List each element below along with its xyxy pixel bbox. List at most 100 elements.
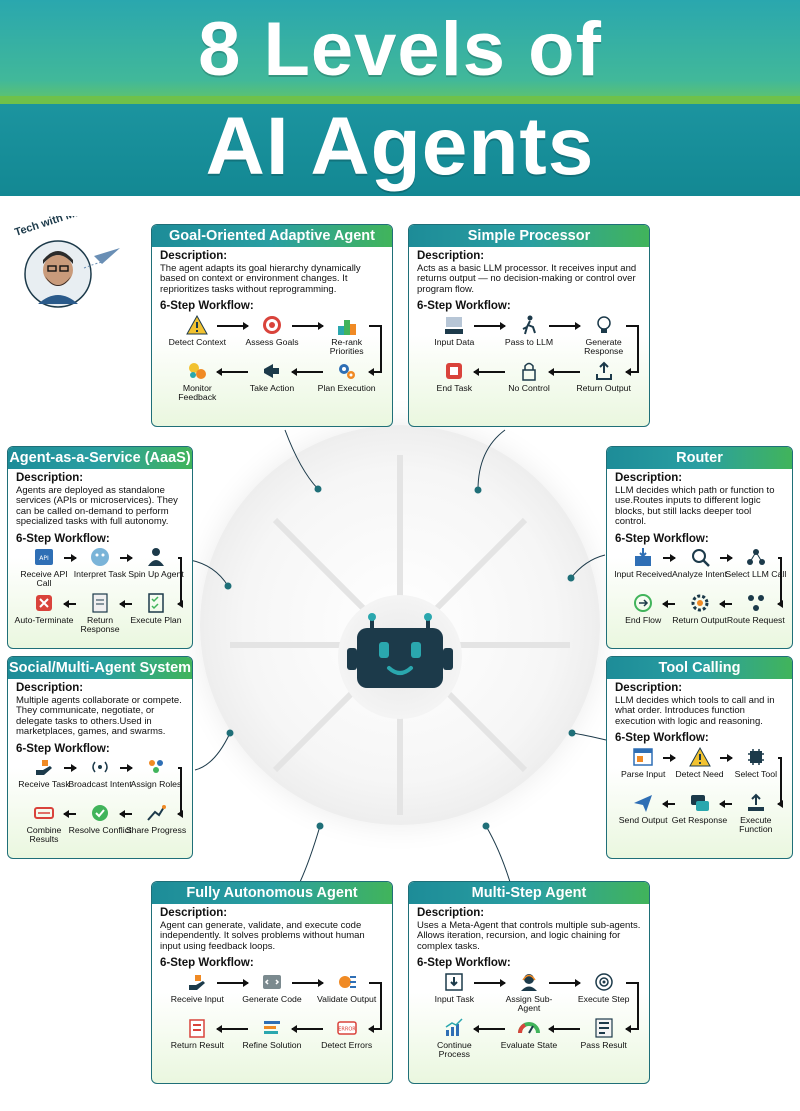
workflow-step: Get Response [668, 792, 732, 825]
step-label: Select LLM Call [725, 569, 787, 579]
validate-icon [315, 971, 379, 993]
chip-icon [724, 746, 788, 768]
workflow-label: 6-Step Workflow: [615, 532, 709, 545]
connector-line [777, 557, 780, 559]
keyboard-icon [422, 314, 486, 336]
step-icon [572, 971, 636, 993]
description-label: Description: [615, 472, 683, 484]
stop-icon [422, 360, 486, 382]
workflow-step: Analyze Intent [668, 546, 732, 579]
arrow-left [177, 810, 183, 818]
workflow-step: Validate Output [315, 971, 379, 1004]
workflow-step: Assess Goals [240, 314, 304, 347]
step-label: Analyze Intent [671, 569, 728, 579]
workflow-step: Select Tool [724, 746, 788, 779]
step-label: Execute Function [739, 814, 773, 834]
arrow-right [474, 321, 506, 330]
workflow-step: Send Output [611, 792, 675, 825]
card-goal-oriented-agent: Goal-Oriented Adaptive Agent Description… [151, 224, 393, 427]
connector-line [180, 767, 182, 815]
description-label: Description: [160, 907, 228, 919]
step-label: Route Request [726, 615, 785, 625]
card-simple-processor: Simple Processor Description: Acts as a … [408, 224, 650, 427]
workflow-step: Auto-Terminate [12, 592, 76, 625]
step-label: Interpret Task [73, 569, 127, 579]
step-label: Refine Solution [242, 1039, 302, 1050]
card-title: Agent-as-a-Service (AaaS) [8, 447, 192, 469]
step-label: Broadcast Intent [68, 779, 132, 789]
workflow-step: Resolve Conflict [68, 802, 132, 835]
growth-icon [422, 1017, 486, 1039]
connector-line [780, 756, 782, 805]
title-line-1: 8 Levels of [198, 7, 602, 92]
workflow-label: 6-Step Workflow: [615, 732, 709, 744]
banner-divider [0, 96, 800, 104]
banner-top-band [0, 0, 800, 100]
step-label: End Task [436, 382, 473, 393]
workflow-step: Execute Function [724, 792, 788, 834]
step-label: Auto-Terminate [14, 615, 74, 625]
card-title: Fully Autonomous Agent [152, 882, 392, 904]
step-label: Continue Process [436, 1039, 472, 1059]
cog-return-icon [668, 592, 732, 614]
document-icon [68, 592, 132, 614]
workflow-step: Receive Task [12, 756, 76, 789]
hand-icon [165, 971, 229, 993]
connector-line [368, 324, 380, 327]
workflow-step: Input Received [611, 546, 675, 579]
gauge-icon [497, 1017, 561, 1039]
description-text: LLM decides which tools to call and in w… [615, 694, 775, 727]
workflow-label: 6-Step Workflow: [160, 957, 254, 969]
stamp-icon [12, 802, 76, 824]
workflow-step: Re-rank Priorities [315, 314, 379, 356]
workflow-step: Interpret Task [68, 546, 132, 579]
arrow-left [624, 367, 639, 376]
description-text: LLM decides which path or function to us… [615, 484, 775, 527]
workflow-label: 6-Step Workflow: [16, 532, 110, 545]
arrow-right [64, 554, 77, 562]
description-text: Agents are deployed as standalone servic… [16, 484, 178, 527]
arrow-left [63, 810, 76, 818]
arrow-left [624, 1024, 639, 1033]
arrow-left [776, 600, 784, 608]
execute-icon [724, 792, 788, 814]
step-label: Input Received [614, 569, 673, 579]
step-label: Detect Errors [321, 1039, 373, 1050]
workflow-step: Receive Input [165, 971, 229, 1004]
workflow-step: Return Result [165, 1017, 229, 1050]
step-label: Get Response [671, 814, 728, 825]
description-label: Description: [16, 682, 84, 694]
arrow-right [549, 321, 581, 330]
step-label: Receive API Call [20, 569, 68, 588]
connector-line [777, 756, 780, 759]
robot-icon [347, 613, 453, 688]
window-icon [611, 746, 675, 768]
share-icon [124, 802, 188, 824]
badge-icon [68, 802, 132, 824]
bars-icon [240, 1017, 304, 1039]
workflow-step: Route Request [724, 592, 788, 625]
arrow-right [719, 554, 734, 562]
workflow-step: Spin Up Agent [124, 546, 188, 579]
workflow-step: Detect Context [165, 314, 229, 347]
step-label: Execute Step [577, 993, 630, 1004]
arrow-right [217, 321, 249, 330]
arrow-left [177, 600, 183, 608]
card-social-multi-agent: Social/Multi-Agent System Description: M… [7, 656, 193, 859]
arrow-right [474, 978, 506, 987]
workflow-step: Monitor Feedback [165, 360, 229, 402]
step-label: Re-rank Priorities [329, 336, 364, 356]
connector-line [380, 981, 382, 1030]
workflow-step: Select LLM Call [724, 546, 788, 579]
workflow-step: Evaluate State [497, 1017, 561, 1050]
step-label: Share Progress [125, 825, 187, 835]
workflow-step: Return Output [668, 592, 732, 625]
workflow-step: End Task [422, 360, 486, 393]
